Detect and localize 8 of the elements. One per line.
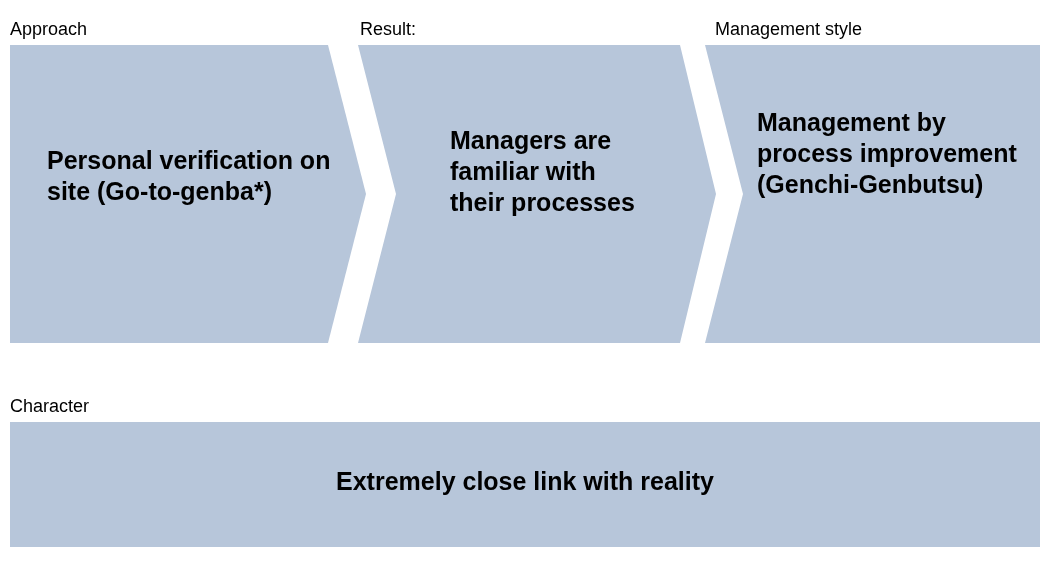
statement-text: Management by process improvement (Genchi-Genbutsu) xyxy=(757,107,1018,200)
statement-text: Managers are familiar with their processes xyxy=(450,125,636,218)
section-heading: Management style xyxy=(715,18,863,41)
section-heading: Result: xyxy=(360,18,417,41)
statement-text: Personal verification on site (Go-to-genba*) xyxy=(47,145,332,207)
statement-text: Extremely close link with reality xyxy=(335,466,715,497)
section-heading: Character xyxy=(10,395,90,418)
section-heading: Approach xyxy=(10,18,88,41)
